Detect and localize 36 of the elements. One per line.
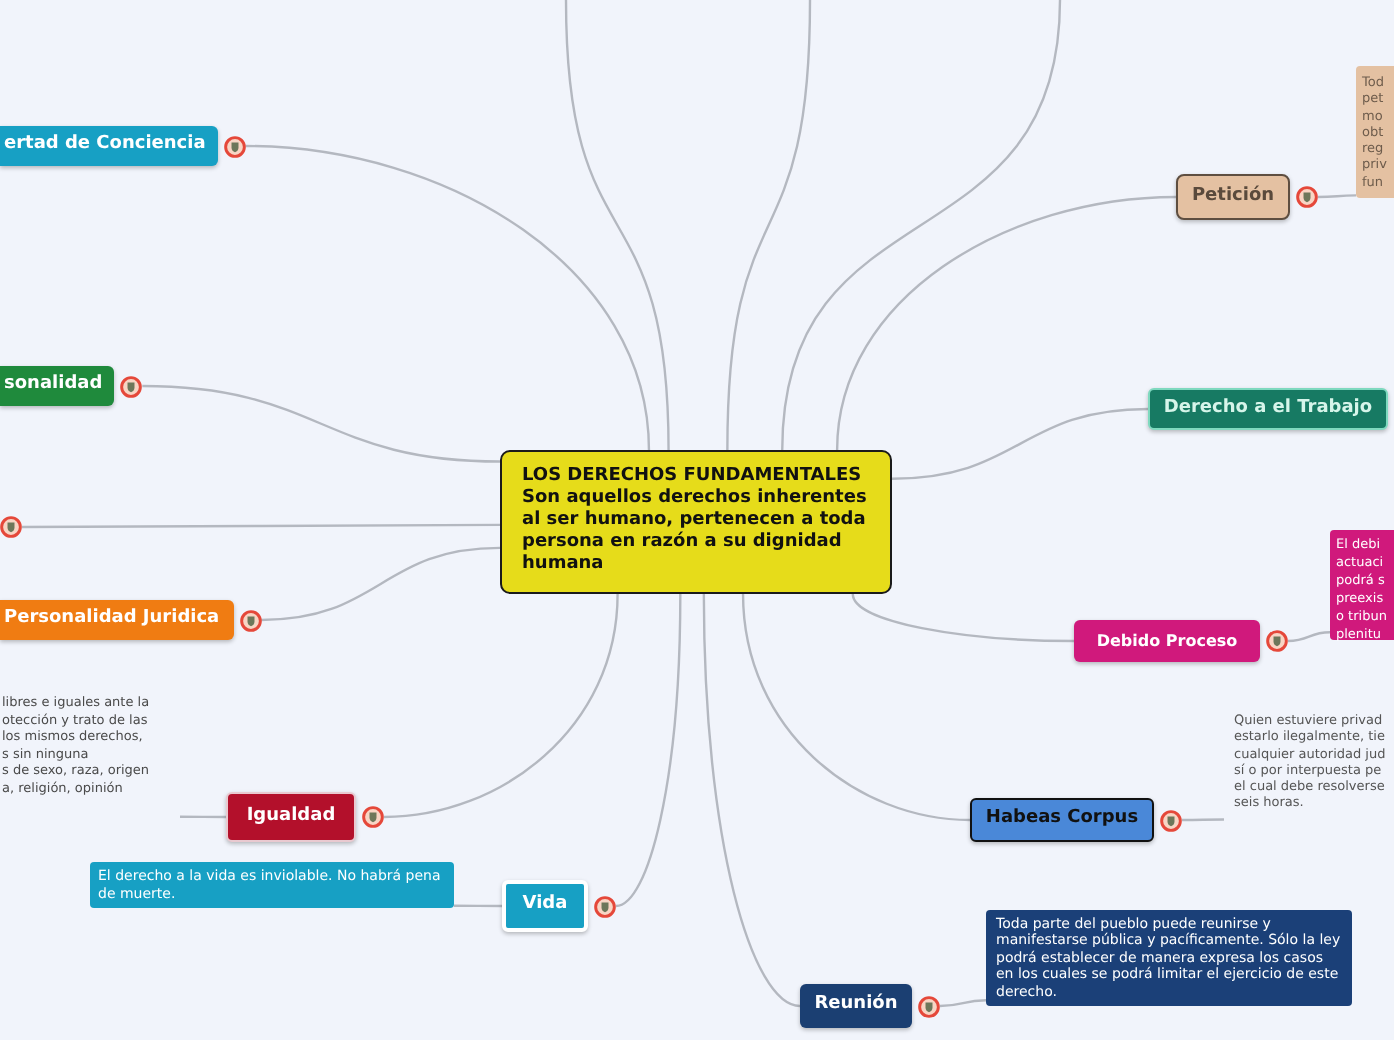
topic-label: Igualdad: [226, 792, 356, 842]
connector-line: [851, 593, 1074, 643]
shield-icon: [0, 516, 22, 538]
connector-line: [741, 593, 971, 822]
connector-line: [891, 407, 1149, 480]
topic-label: Vida: [502, 880, 588, 932]
connector-line: [454, 904, 502, 908]
note-card: [1330, 530, 1394, 640]
topic-label: Habeas Corpus: [970, 798, 1154, 842]
body-text: Son aquellos derechos inherentes al ser humano, pertenecen a toda persona en razón a su dignidad humana: [522, 488, 869, 576]
connector-line: [261, 546, 501, 622]
connector-line: [726, 0, 812, 451]
topic-label: Petición: [1176, 174, 1290, 220]
connector-line: [142, 384, 501, 463]
topic-label: Personalidad Juridica: [0, 600, 234, 640]
connector-line: [1318, 194, 1356, 199]
connector-line: [939, 999, 987, 1008]
central-topic-box: [500, 450, 892, 594]
connector-line: [245, 144, 651, 451]
heading-text: LOS DERECHOS FUNDAMENTALES: [522, 466, 864, 488]
connector-line: [702, 594, 801, 1008]
topic-label: ertad de Conciencia: [0, 126, 218, 166]
connector-line: [564, 0, 670, 451]
topic-label: Debido Proceso: [1074, 620, 1260, 662]
connector-line: [1287, 631, 1331, 643]
connector-line: [383, 593, 619, 819]
connector-line: [22, 523, 500, 529]
connector-line: [835, 195, 1177, 451]
topic-label: sonalidad: [0, 366, 115, 406]
connector-line: [615, 594, 682, 908]
connector-line: [180, 815, 226, 819]
topic-label: Derecho a el Trabajo: [1148, 388, 1388, 430]
connector-line: [1182, 818, 1224, 822]
connector-line: [781, 0, 1062, 451]
topic-label: Reunión: [800, 984, 912, 1028]
note-card: [1356, 66, 1394, 198]
